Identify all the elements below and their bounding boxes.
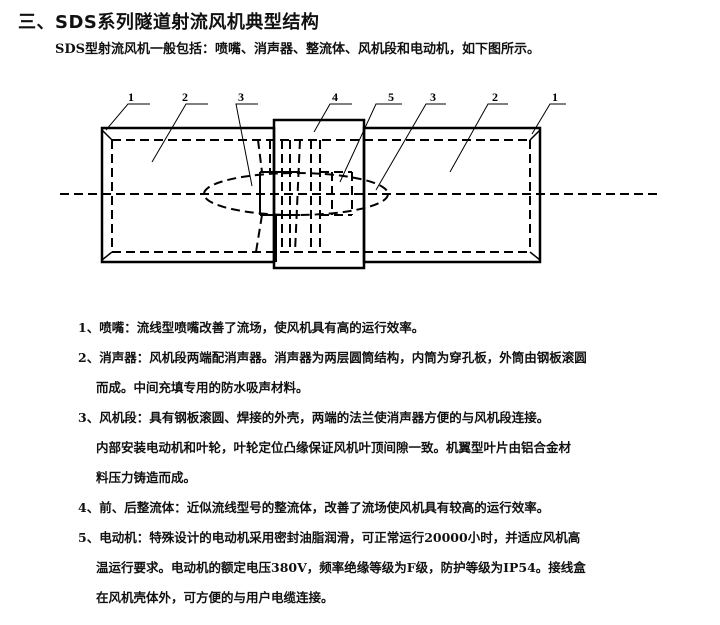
item-text-cont: 料压力铸造而成。 [96, 470, 197, 485]
item-number: 3、 [78, 410, 100, 425]
callout-3-left: 3 [238, 90, 244, 104]
component-list: 1、喷嘴：流线型喷嘴改善了流场，使风机具有高的运行效率。 2、消声器：风机段两端… [78, 313, 708, 613]
callout-1-left: 1 [128, 90, 134, 104]
item-text-cont: 内部安装电动机和叶轮，叶轮定位凸缘保证风机叶顶间隙一致。机翼型叶片由铝合金材 [96, 440, 572, 455]
jet-fan-structure-diagram: 1 2 3 4 5 3 2 1 [60, 90, 660, 270]
list-item-nozzle: 1、喷嘴：流线型喷嘴改善了流场，使风机具有高的运行效率。 [78, 313, 708, 343]
list-item-fan-section: 3、风机段：具有钢板滚圆、焊接的外壳，两端的法兰使消声器方便的与风机段连接。 内… [78, 403, 708, 493]
item-text: 消声器：风机段两端配消声器。消声器为两层圆筒结构，内筒为穿孔板，外筒由钢板滚圆 [99, 350, 587, 365]
callout-2-left: 2 [182, 90, 188, 104]
item-text-cont: 在风机壳体外，可方便的与用户电缆连接。 [96, 590, 334, 605]
list-item-motor: 5、电动机：特殊设计的电动机采用密封油脂润滑，可正常运行20000小时，并适应风… [78, 523, 708, 613]
callout-2-right: 2 [492, 90, 498, 104]
callout-4: 4 [332, 90, 338, 104]
list-item-fairing: 4、前、后整流体：近似流线型号的整流体，改善了流场使风机具有较高的运行效率。 [78, 493, 708, 523]
item-text-cont: 而成。中间充填专用的防水吸声材料。 [96, 380, 309, 395]
item-number: 2、 [78, 350, 100, 365]
item-text: 前、后整流体：近似流线型号的整流体，改善了流场使风机具有较高的运行效率。 [99, 500, 550, 515]
item-text: 电动机：特殊设计的电动机采用密封油脂润滑，可正常运行20000小时，并适应风机高 [99, 530, 581, 545]
item-text: 喷嘴：流线型喷嘴改善了流场，使风机具有高的运行效率。 [99, 320, 425, 335]
list-item-silencer: 2、消声器：风机段两端配消声器。消声器为两层圆筒结构，内筒为穿孔板，外筒由钢板滚… [78, 343, 708, 403]
item-text-cont: 温运行要求。电动机的额定电压380V，频率绝缘等级为F级，防护等级为IP54。接… [96, 560, 586, 575]
item-number: 4、 [78, 500, 100, 515]
item-number: 1、 [78, 320, 100, 335]
item-number: 5、 [78, 530, 100, 545]
section-title: 三、SDS系列隧道射流风机典型结构 [18, 12, 320, 33]
callout-1-right: 1 [552, 90, 558, 104]
callout-5: 5 [388, 90, 394, 104]
item-text: 风机段：具有钢板滚圆、焊接的外壳，两端的法兰使消声器方便的与风机段连接。 [99, 410, 550, 425]
callout-3-right: 3 [430, 90, 436, 104]
intro-text: SDS型射流风机一般包括：喷嘴、消声器、整流体、风机段和电动机，如下图所示。 [55, 42, 541, 57]
